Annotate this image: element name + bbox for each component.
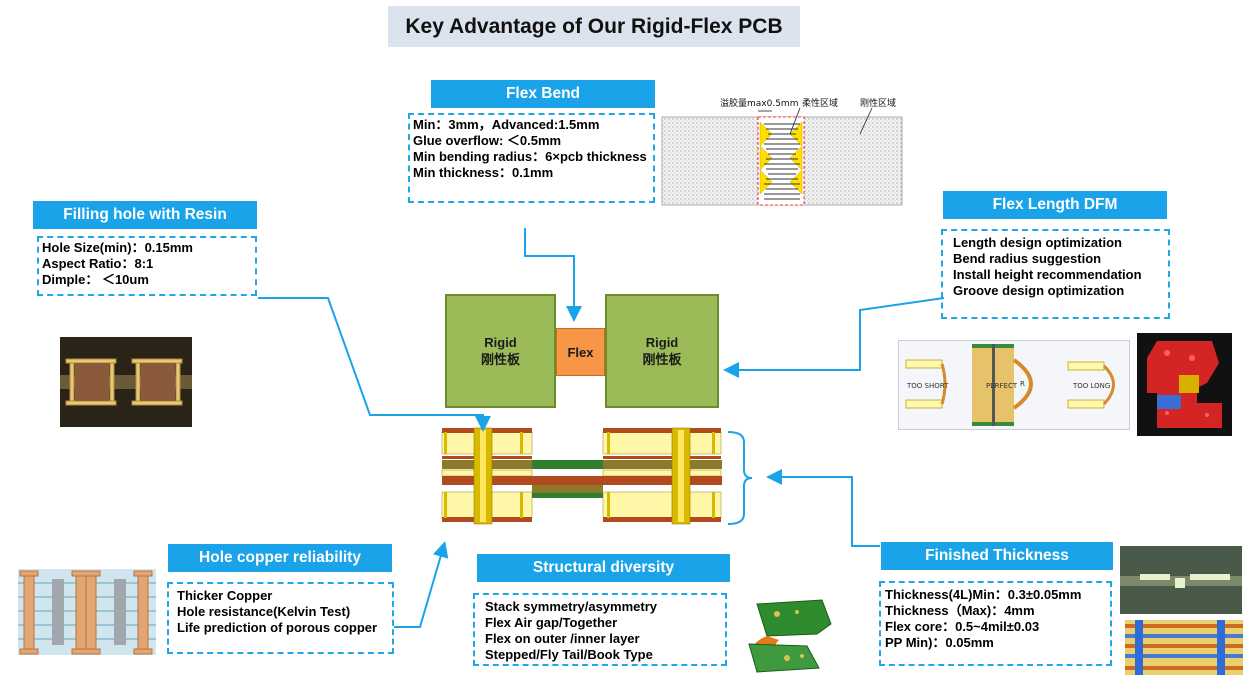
structural-line: Flex Air gap/Together [485, 615, 618, 630]
thickness-micrograph [1120, 546, 1242, 614]
copper-barrel-figure [18, 569, 156, 655]
flex-bend-box: Min：3mm，Advanced:1.5mm Glue overflow: ＜0… [408, 113, 655, 203]
rigid-right-label: Rigid [645, 335, 679, 350]
structural-line: Flex on outer /inner layer [485, 631, 640, 646]
too-long-label: TOO LONG [1072, 382, 1110, 390]
flex-length-line: Groove design optimization [953, 283, 1125, 298]
hole-copper-line: Life prediction of porous copper [177, 620, 378, 635]
rigid-block-left: Rigid 刚性板 [445, 294, 556, 408]
finished-thickness-line: Thickness(4L)Min：0.3±0.05mm [885, 587, 1082, 602]
finished-thickness-box: Thickness(4L)Min：0.3±0.05mm Thickness（Ma… [879, 581, 1112, 666]
structural-line: Stepped/Fly Tail/Book Type [485, 647, 653, 662]
flex-length-line: Install height recommendation [953, 267, 1142, 282]
resin-hole-photo [60, 337, 192, 427]
hole-copper-line: Hole resistance(Kelvin Test) [177, 604, 351, 619]
hole-copper-line: Thicker Copper [177, 588, 273, 603]
stackup-photo [1125, 620, 1243, 675]
filling-hole-line: Aspect Ratio：8:1 [42, 256, 154, 271]
perfect-label: PERFECT [986, 382, 1018, 390]
filling-hole-line: Hole Size(min)：0.15mm [42, 240, 193, 255]
too-short-label: TOO SHORT [906, 382, 949, 390]
stackup-cross-section [440, 426, 725, 528]
rigid-flex-board-photo [727, 594, 835, 676]
flex-bend-line: Min bending radius：6×pcb thickness [413, 149, 647, 164]
flex-bend-line: Min thickness：0.1mm [413, 165, 554, 180]
flex-bend-line: Min：3mm，Advanced:1.5mm [413, 117, 600, 132]
structural-line: Stack symmetry/asymmetry [485, 599, 657, 614]
filling-hole-header: Filling hole with Resin [33, 201, 257, 229]
rigid-zone-label: 刚性区域 [860, 97, 896, 109]
flex-zone-label: 柔性区域 [802, 97, 838, 109]
structural-header: Structural diversity [477, 554, 730, 582]
radius-label: R [1020, 380, 1025, 388]
flex-length-header: Flex Length DFM [943, 191, 1167, 219]
finished-thickness-line: PP Min)：0.05mm [885, 635, 994, 650]
filling-hole-box: Hole Size(min)：0.15mm Aspect Ratio：8:1 D… [37, 236, 257, 296]
filling-hole-line: Dimple： ＜10um [42, 272, 149, 287]
hole-copper-header: Hole copper reliability [168, 544, 392, 572]
flex-bend-figure: 溢胶量max0.5mm 柔性区域 刚性区域 [660, 94, 905, 208]
flex-length-line: Bend radius suggestion [953, 251, 1102, 266]
rigid-left-label-cn: 刚性板 [480, 352, 520, 367]
flex-length-figure: TOO SHORT PERFECT R TOO LONG [898, 340, 1130, 430]
flex-length-line: Length design optimization [953, 235, 1122, 250]
rigid-right-label-cn: 刚性板 [642, 352, 682, 367]
flex-length-box: Length design optimization Bend radius s… [941, 229, 1170, 319]
flex-bend-header: Flex Bend [431, 80, 655, 108]
finished-thickness-header: Finished Thickness [881, 542, 1113, 570]
finished-thickness-line: Thickness（Max)：4mm [885, 603, 1035, 618]
rigid-block-right: Rigid 刚性板 [605, 294, 719, 408]
flex-board-photo [1137, 333, 1232, 436]
flex-block: Flex [556, 328, 605, 376]
finished-thickness-line: Flex core：0.5~4mil±0.03 [885, 619, 1040, 634]
structural-box: Stack symmetry/asymmetry Flex Air gap/To… [473, 593, 727, 666]
flex-bend-line: Glue overflow: ＜0.5mm [413, 133, 562, 148]
hole-copper-box: Thicker Copper Hole resistance(Kelvin Te… [167, 582, 394, 654]
rigid-left-label: Rigid [484, 335, 517, 350]
page-title: Key Advantage of Our Rigid-Flex PCB [388, 6, 800, 47]
overflow-label: 溢胶量max0.5mm [720, 97, 798, 109]
